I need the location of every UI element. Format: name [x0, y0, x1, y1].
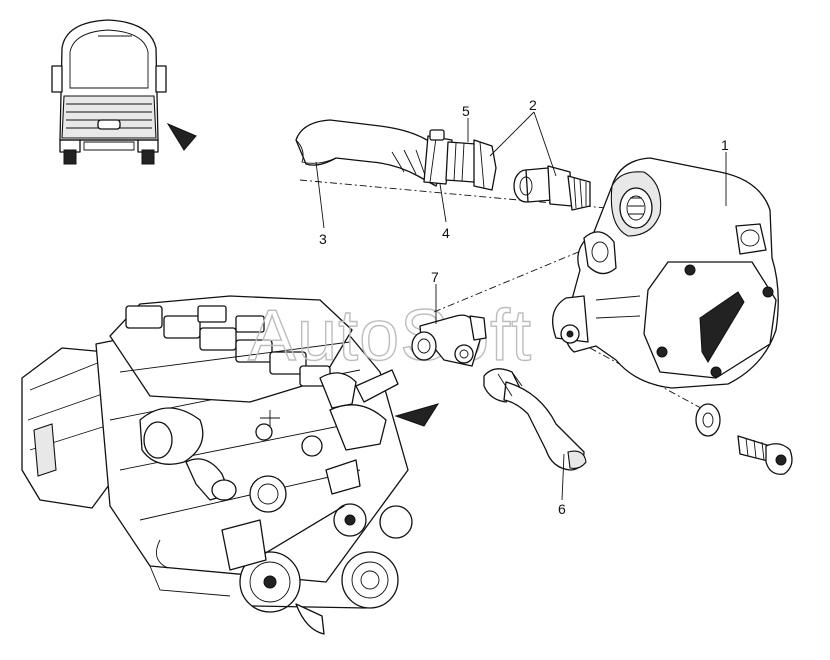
pressure-hose-part-6 — [483, 368, 587, 471]
callout-4: 4 — [442, 225, 450, 241]
callout-2: 2 — [529, 97, 537, 113]
power-steering-pump-part-1 — [552, 157, 779, 389]
callout-3: 3 — [319, 231, 327, 247]
callout-7: 7 — [431, 269, 439, 285]
mounting-bolt-and-washer — [695, 403, 793, 475]
callout-5: 5 — [462, 103, 470, 119]
callout-labels: 1 2 3 4 5 6 7 — [319, 97, 729, 517]
callout-6: 6 — [558, 501, 566, 517]
hose-fitting-part-5 — [445, 139, 497, 191]
callout-leaders — [315, 111, 727, 501]
elbow-fitting-part-7 — [411, 314, 487, 367]
callout-1: 1 — [721, 137, 729, 153]
hose-clamp-part-4 — [423, 129, 453, 185]
union-fitting-part-2 — [513, 165, 591, 211]
truck-front-view-icon — [51, 19, 167, 165]
location-arrow-icon — [166, 122, 197, 151]
engine-assembly-icon — [21, 295, 413, 635]
suction-hose-part-3 — [295, 119, 447, 187]
assembly-center-lines — [299, 179, 713, 415]
location-arrow-icon — [394, 403, 440, 427]
watermark-text: AutoSoft — [248, 296, 532, 376]
